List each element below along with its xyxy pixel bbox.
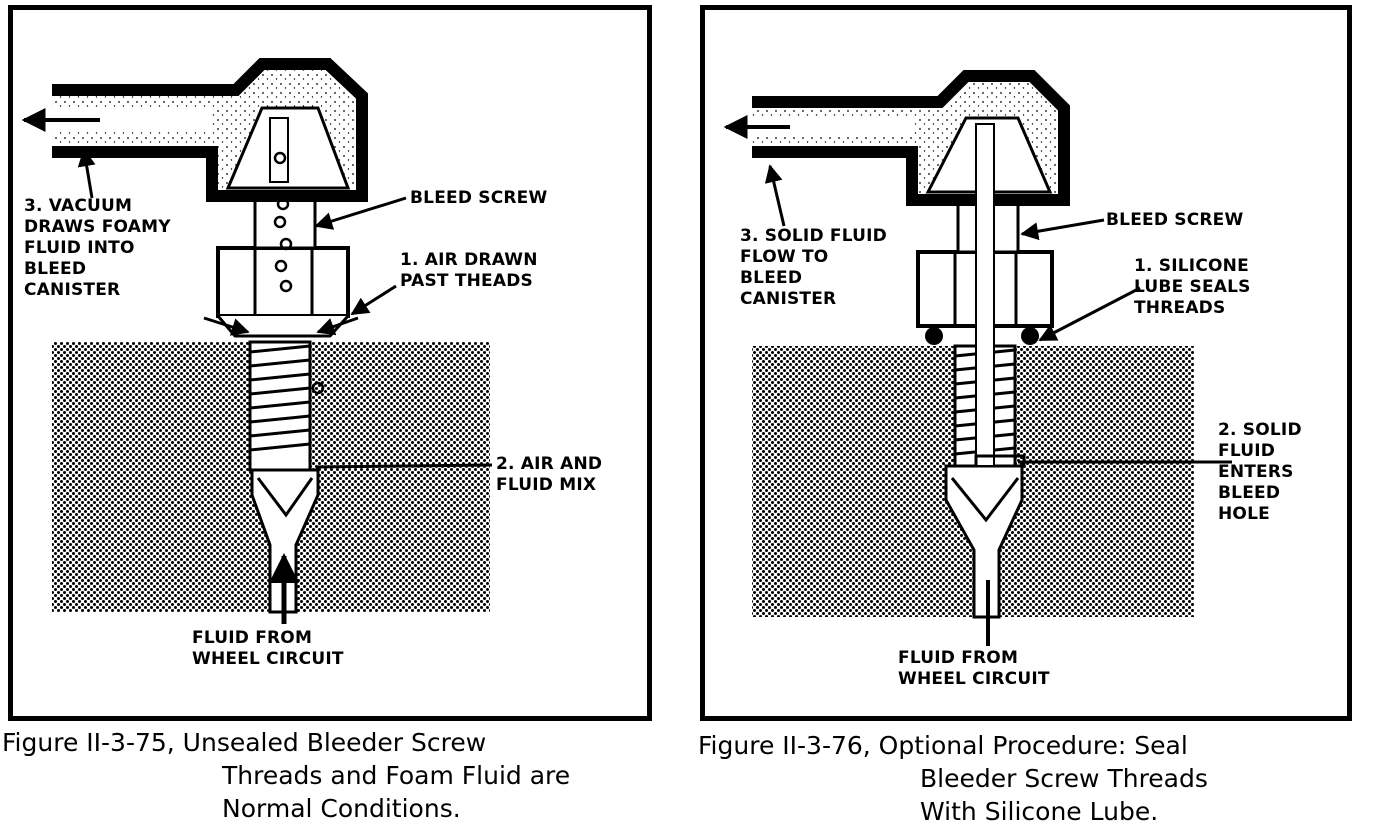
left-caption-rest: Threads and Foam Fluid are Normal Condit… [222,761,571,823]
left-label-air-fluid-mix: 2. AIR AND FLUID MIX [496,454,603,495]
right-label-silicone: 1. SILICONE LUBE SEALS THREADS [1134,256,1251,318]
left-screw-threads [248,340,312,472]
right-label-solid-enters: 2. SOLID FLUID ENTERS BLEED HOLE [1218,420,1302,524]
left-air-bubbles [273,151,325,395]
left-label-fluid-from: FLUID FROM WHEEL CIRCUIT [192,628,344,669]
left-label-bleed-screw: BLEED SCREW [410,188,548,208]
right-caption-line1: Figure II-3-76, Optional Procedure: Seal [698,731,1188,760]
right-label-solid-flow: 3. SOLID FLUID FLOW TO BLEED CANISTER [740,226,887,309]
right-passage [944,464,1024,619]
left-passage [250,468,320,614]
right-diagram [723,70,1232,646]
right-label-bleed-screw: BLEED SCREW [1106,210,1244,230]
right-cylinder-body [752,346,1194,617]
left-caption-line1: Figure II-3-75, Unsealed Bleeder Screw [2,728,487,757]
left-label-air-drawn: 1. AIR DRAWN PAST THEADS [400,250,538,291]
right-lube-bead [925,327,943,345]
right-caption-rest: Bleeder Screw Threads With Silicone Lube… [920,764,1208,826]
left-cylinder-body [52,342,490,612]
left-label-vacuum: 3. VACUUM DRAWS FOAMY FLUID INTO BLEED C… [24,196,171,300]
right-label-fluid-from: FLUID FROM WHEEL CIRCUIT [898,648,1050,689]
left-diagram [21,58,493,624]
